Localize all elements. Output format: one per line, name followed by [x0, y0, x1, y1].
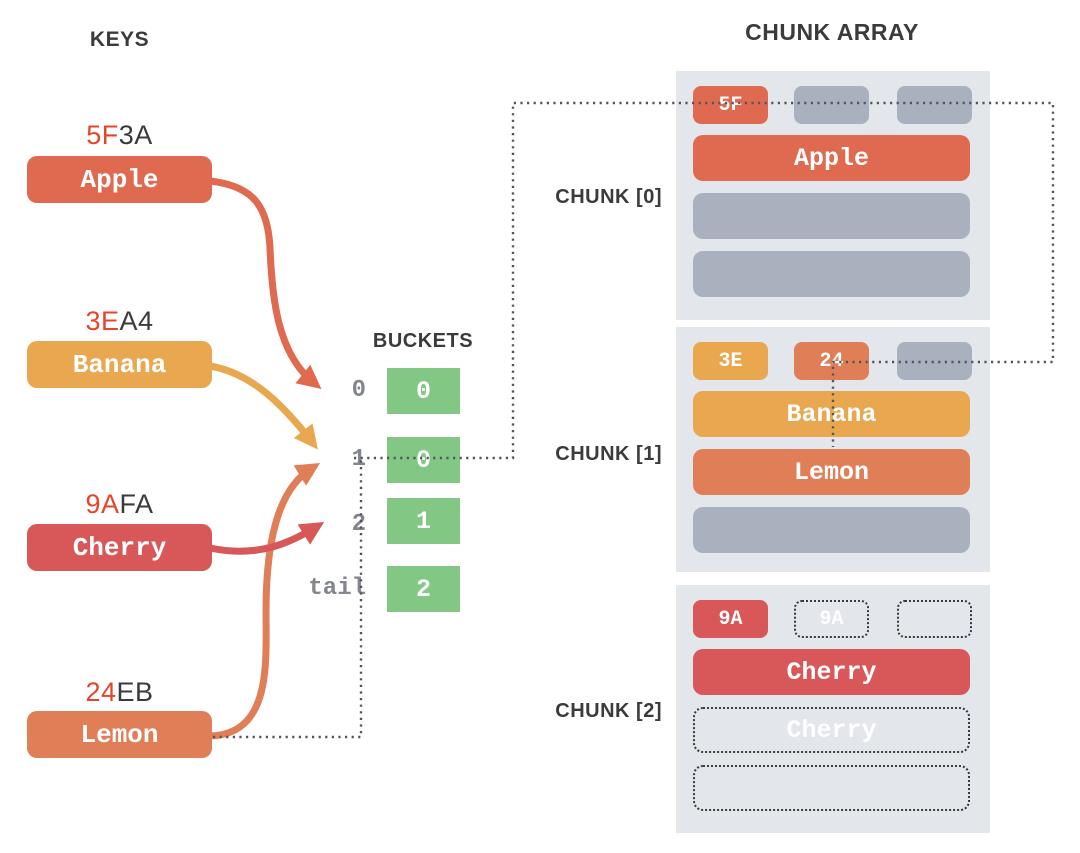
bucket-value-0: 0 [387, 368, 460, 414]
bucket-index-0: 0 [351, 377, 366, 404]
bucket-value-2: 1 [387, 498, 460, 544]
chunk0-row-apple: Apple [693, 135, 970, 181]
chunk2-row-ghost-cherry: Cherry [693, 707, 970, 753]
hash-prefix: 9A [85, 489, 120, 519]
keys-title: KEYS [89, 28, 150, 51]
bucket-value-1: 0 [387, 437, 460, 483]
hash-suffix: FA [119, 489, 154, 519]
arrow-apple-to-bucket0 [206, 177, 322, 389]
key-hash-apple: 5F3A [27, 120, 212, 150]
chunk0-slot-hash-apple: 5F [693, 86, 768, 124]
chunk1-row-empty [693, 507, 970, 553]
chunk-label-1: CHUNK [1] [555, 443, 662, 465]
chunk-array-title: CHUNK ARRAY [745, 19, 919, 45]
chunk1-row-banana: Banana [693, 391, 970, 437]
hash-prefix: 24 [85, 677, 117, 707]
chunk2-slot-ghost-empty [897, 600, 972, 638]
key-box-cherry: Cherry [27, 524, 212, 571]
key-hash-cherry: 9AFA [27, 489, 212, 519]
chunk0-slot-empty [897, 86, 972, 124]
chunk2-slot-hash-cherry: 9A [693, 600, 768, 638]
chunk0-row-empty [693, 193, 970, 239]
chunk1-slot-hash-lemon: 24 [794, 342, 869, 380]
chunk1-row-lemon: Lemon [693, 449, 970, 495]
chunk-panel-0: 5F Apple [676, 71, 990, 320]
key-box-lemon: Lemon [27, 711, 212, 758]
hash-suffix: 3A [118, 120, 153, 150]
chunk-label-0: CHUNK [0] [555, 186, 662, 208]
bucket-index-2: 2 [351, 511, 366, 538]
key-hash-banana: 3EA4 [27, 306, 212, 336]
bucket-value-tail: 2 [387, 566, 460, 612]
hash-suffix: EB [116, 677, 154, 707]
chunk0-slot-empty [794, 86, 869, 124]
chunk1-slot-empty [897, 342, 972, 380]
chunk2-row-ghost-empty [693, 765, 970, 811]
key-hash-lemon: 24EB [27, 677, 212, 707]
chunk1-slot-hash-banana: 3E [693, 342, 768, 380]
chunk-label-2: CHUNK [2] [555, 700, 662, 722]
chunk-panel-2: 9A 9A Cherry Cherry [676, 585, 990, 833]
chunk2-row-cherry: Cherry [693, 649, 970, 695]
hash-prefix: 3E [85, 306, 120, 336]
chunk2-slot-ghost-hash-cherry: 9A [794, 600, 869, 638]
buckets-title: BUCKETS [372, 330, 474, 352]
chunk0-row-empty [693, 251, 970, 297]
hash-prefix: 5F [86, 120, 119, 150]
bucket-index-tail: tail [308, 575, 366, 602]
key-box-apple: Apple [27, 156, 212, 203]
chunk-panel-1: 3E 24 Banana Lemon [676, 327, 990, 572]
hash-suffix: A4 [119, 306, 154, 336]
key-box-banana: Banana [27, 341, 212, 388]
bucket-index-1: 1 [351, 446, 366, 473]
